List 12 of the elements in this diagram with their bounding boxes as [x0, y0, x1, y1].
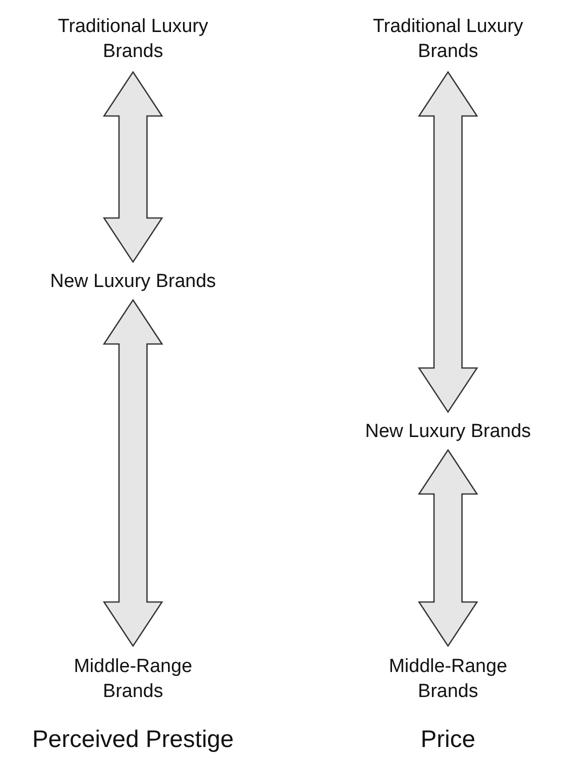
double-arrow: [418, 448, 478, 648]
double-arrow: [102, 70, 164, 264]
double-arrow: [418, 70, 478, 414]
node-label: Middle-Range Brands: [388, 655, 508, 704]
axis-title: Price: [420, 726, 476, 754]
node-label: New Luxury Brands: [365, 420, 531, 444]
axis-title: Perceived Prestige: [32, 726, 234, 754]
node-label: Middle-Range Brands: [72, 655, 194, 704]
double-arrow: [102, 298, 164, 648]
node-label: Traditional Luxury Brands: [372, 15, 524, 64]
node-label: New Luxury Brands: [50, 270, 216, 294]
node-label: Traditional Luxury Brands: [56, 15, 210, 64]
